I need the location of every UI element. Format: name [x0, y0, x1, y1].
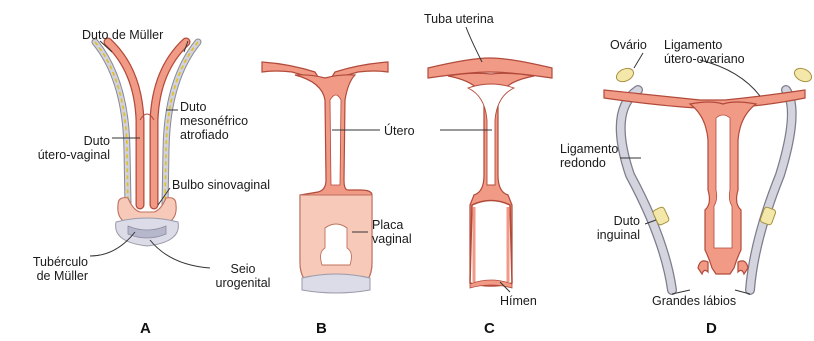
label-duto-mesonefrico-line1: Duto	[180, 100, 248, 114]
label-ligamento-utero-ovariano-line2: útero-ovariano	[664, 52, 745, 66]
panel-c-drawing	[428, 58, 552, 288]
label-tuberculo-muller: Tubérculo de Müller	[20, 255, 88, 283]
panel-c-vagina	[470, 201, 512, 287]
label-ovario: Ovário	[610, 38, 647, 52]
label-duto-utero-vaginal: Duto útero-vaginal	[28, 134, 110, 162]
label-placa-vaginal-line2: vaginal	[372, 232, 412, 246]
label-duto-inguinal-line2: inguinal	[580, 228, 640, 242]
label-duto-mesonefrico: Duto mesonéfrico atrofiado	[180, 100, 248, 142]
label-seio-urogenital-line1: Seio	[206, 262, 280, 276]
panel-letter-b: B	[316, 320, 327, 337]
label-duto-muller: Duto de Müller	[82, 28, 163, 42]
panel-d-ovary-right	[792, 66, 813, 84]
label-duto-inguinal-line1: Duto	[580, 214, 640, 228]
panel-letter-d: D	[706, 320, 717, 337]
label-bulbo-sinovaginal: Bulbo sinovaginal	[172, 178, 270, 192]
panel-b-drawing	[262, 62, 388, 293]
label-seio-urogenital: Seio urogenital	[206, 262, 280, 290]
label-tuba-uterina: Tuba uterina	[424, 12, 494, 26]
label-duto-mesonefrico-line2: mesonéfrico	[180, 114, 248, 128]
panel-d-drawing	[604, 66, 814, 290]
label-tuberculo-muller-line2: de Müller	[20, 269, 88, 283]
panel-a-drawing	[95, 42, 198, 246]
label-placa-vaginal-line1: Placa	[372, 218, 412, 232]
label-placa-vaginal: Placa vaginal	[372, 218, 412, 246]
panel-d-ovary-left	[614, 66, 635, 84]
label-ligamento-redondo: Ligamento redondo	[560, 142, 618, 170]
label-grandes-labios: Grandes lábios	[652, 294, 736, 308]
label-ligamento-redondo-line2: redondo	[560, 156, 618, 170]
label-duto-inguinal: Duto inguinal	[580, 214, 640, 242]
panel-letter-a: A	[140, 320, 151, 337]
label-duto-mesonefrico-line3: atrofiado	[180, 128, 248, 142]
label-seio-urogenital-line2: urogenital	[206, 276, 280, 290]
label-tuberculo-muller-line1: Tubérculo	[20, 255, 88, 269]
panel-b-urogenital-sinus	[302, 274, 370, 293]
label-duto-utero-vaginal-line2: útero-vaginal	[28, 148, 110, 162]
label-utero: Útero	[384, 124, 415, 138]
label-ligamento-utero-ovariano-line1: Ligamento	[664, 38, 745, 52]
label-ligamento-redondo-line1: Ligamento	[560, 142, 618, 156]
panel-letter-c: C	[484, 320, 495, 337]
panel-d-inguinal-ring-right	[760, 206, 777, 225]
label-himen: Hímen	[500, 294, 537, 308]
label-duto-utero-vaginal-line1: Duto	[28, 134, 110, 148]
label-ligamento-utero-ovariano: Ligamento útero-ovariano	[664, 38, 745, 66]
